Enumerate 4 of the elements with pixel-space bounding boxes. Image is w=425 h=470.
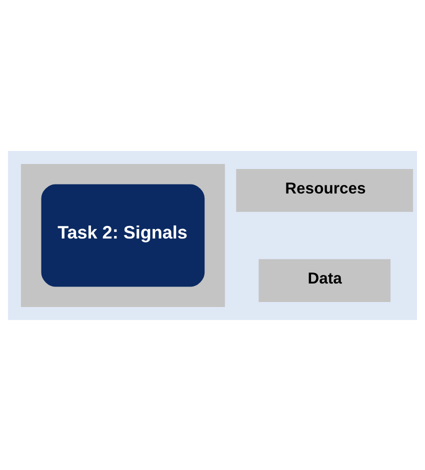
node-box: Task 2: Signals: [41, 184, 205, 286]
cluster: [20, 163, 225, 307]
node-box: Data: [258, 258, 391, 302]
node-box: Resources: [236, 168, 414, 212]
